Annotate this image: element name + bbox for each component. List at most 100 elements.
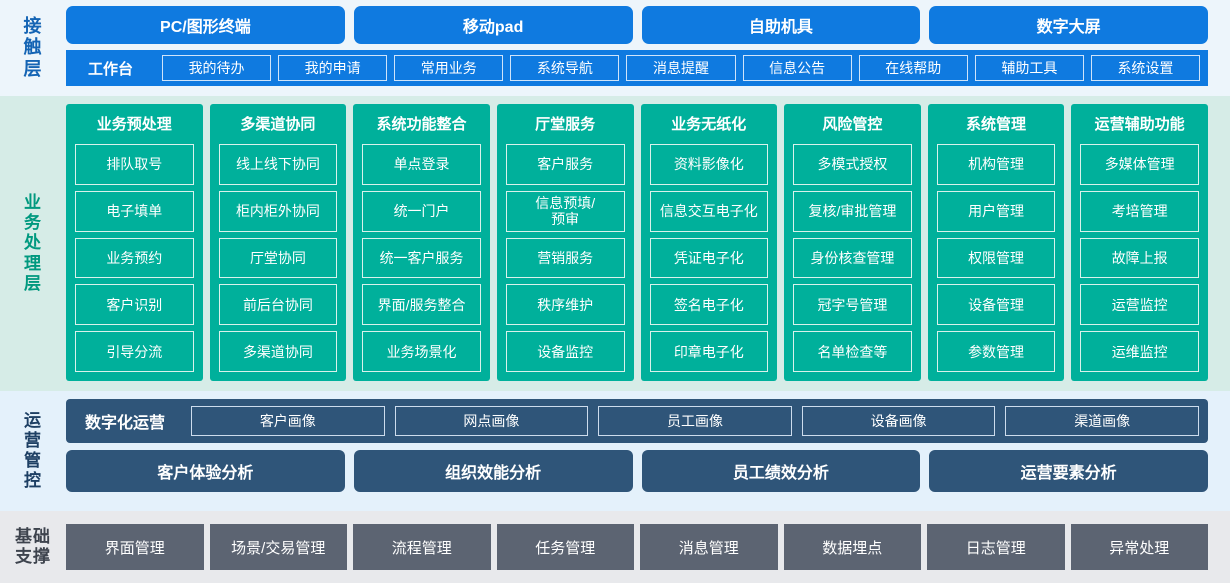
biz-item-signature-electronic[interactable]: 签名电子化 [649,284,769,326]
biz-item-ui-service-integration[interactable]: 界面/服务整合 [362,284,481,326]
biz-item-marketing-service[interactable]: 营销服务 [505,237,625,279]
business-layer-label: 业 务 处 理 层 [24,193,42,293]
biz-item-single-sign-on[interactable]: 单点登录 [362,144,481,185]
analysis-employee-performance[interactable]: 员工绩效分析 [641,450,921,492]
biz-item-info-exchange-electronic[interactable]: 信息交互电子化 [649,190,769,232]
contact-layer-body: PC/图形终端 移动pad 自助机具 数字大屏 工作台 我的待办 我的申请 常用… [66,0,1230,96]
biz-item-identity-verification-mgmt[interactable]: 身份核查管理 [793,237,912,279]
base-support-row: 界面管理 场景/交易管理 流程管理 任务管理 消息管理 数据埋点 日志管理 异常… [66,524,1208,570]
business-column-preprocessing: 业务预处理 排队取号 电子填单 业务预约 客户识别 引导分流 [66,104,203,381]
biz-item-customer-identification[interactable]: 客户识别 [75,284,194,326]
biz-item-business-appointment[interactable]: 业务预约 [75,237,194,279]
biz-item-seal-electronic[interactable]: 印章电子化 [649,331,769,372]
biz-item-guidance-diversion[interactable]: 引导分流 [75,331,194,372]
digital-operations-row: 数字化运营 客户画像 网点画像 员工画像 设备画像 渠道画像 [66,399,1208,443]
biz-item-multimode-authorization[interactable]: 多模式授权 [793,144,912,185]
nav-item-my-todo[interactable]: 我的待办 [162,55,272,81]
nav-item-information-bulletin[interactable]: 信息公告 [742,55,852,81]
biz-item-operation-monitoring[interactable]: 运营监控 [1080,284,1199,326]
biz-item-electronic-form[interactable]: 电子填单 [75,190,194,232]
nav-item-system-navigation[interactable]: 系统导航 [510,55,620,81]
biz-item-parameter-mgmt[interactable]: 参数管理 [936,331,1056,372]
portrait-device[interactable]: 设备画像 [801,406,996,436]
analysis-organizational-efficiency[interactable]: 组织效能分析 [353,450,633,492]
biz-item-fault-reporting[interactable]: 故障上报 [1080,237,1199,279]
column-title: 系统管理 [966,116,1027,133]
channel-mobile-pad[interactable]: 移动pad [353,6,633,44]
biz-item-voucher-electronic[interactable]: 凭证电子化 [649,237,769,279]
base-support-layer-body: 界面管理 场景/交易管理 流程管理 任务管理 消息管理 数据埋点 日志管理 异常… [66,511,1230,583]
base-support-layer: 基础 支撑 界面管理 场景/交易管理 流程管理 任务管理 消息管理 数据埋点 日… [0,511,1230,583]
column-title: 多渠道协同 [240,116,316,133]
biz-item-training-assessment-mgmt[interactable]: 考培管理 [1080,190,1199,232]
biz-item-multimedia-mgmt[interactable]: 多媒体管理 [1080,144,1199,185]
column-title: 运营辅助功能 [1094,116,1185,133]
business-column-system-management: 系统管理 机构管理 用户管理 权限管理 设备管理 参数管理 [927,104,1065,381]
base-item-ui-mgmt[interactable]: 界面管理 [66,524,204,570]
business-column-system-integration: 系统功能整合 单点登录 统一门户 统一客户服务 界面/服务整合 业务场景化 [353,104,490,381]
base-item-message-mgmt[interactable]: 消息管理 [640,524,778,570]
base-support-layer-label: 基础 支撑 [15,527,51,566]
base-item-exception-handling[interactable]: 异常处理 [1070,524,1208,570]
biz-item-pre-fill-pre-review[interactable]: 信息预填/ 预审 [505,190,625,232]
analysis-customer-experience[interactable]: 客户体验分析 [66,450,345,492]
portrait-customer[interactable]: 客户画像 [191,406,385,436]
biz-item-maintenance-monitoring[interactable]: 运维监控 [1080,331,1199,372]
nav-item-message-reminder[interactable]: 消息提醒 [626,55,736,81]
operations-layer: 运 营 管 控 数字化运营 客户画像 网点画像 员工画像 设备画像 渠道画像 客… [0,391,1230,511]
biz-item-document-imaging[interactable]: 资料影像化 [649,144,769,185]
biz-item-watchlist-check[interactable]: 名单检查等 [793,331,912,372]
biz-item-customer-service[interactable]: 客户服务 [505,144,625,185]
biz-item-device-monitoring[interactable]: 设备监控 [505,331,625,372]
biz-item-review-approval-mgmt[interactable]: 复核/审批管理 [793,190,912,232]
channel-self-service[interactable]: 自助机具 [641,6,921,44]
base-item-task-mgmt[interactable]: 任务管理 [496,524,634,570]
portrait-employee[interactable]: 员工画像 [598,406,792,436]
nav-item-common-business[interactable]: 常用业务 [394,55,504,81]
operations-layer-body: 数字化运营 客户画像 网点画像 员工画像 设备画像 渠道画像 客户体验分析 组织… [66,391,1230,511]
channel-pc[interactable]: PC/图形终端 [66,6,345,44]
biz-item-device-mgmt[interactable]: 设备管理 [936,284,1056,326]
channel-digital-screen[interactable]: 数字大屏 [929,6,1208,44]
business-column-multichannel: 多渠道协同 线上线下协同 柜内柜外协同 厅堂协同 前后台协同 多渠道协同 [209,104,347,381]
base-item-scenario-transaction-mgmt[interactable]: 场景/交易管理 [209,524,347,570]
nav-item-online-help[interactable]: 在线帮助 [858,55,968,81]
workbench-nav-bar: 工作台 我的待办 我的申请 常用业务 系统导航 消息提醒 信息公告 在线帮助 辅… [66,50,1208,86]
nav-item-auxiliary-tools[interactable]: 辅助工具 [974,55,1084,81]
nav-item-my-application[interactable]: 我的申请 [278,55,388,81]
channel-row: PC/图形终端 移动pad 自助机具 数字大屏 [66,6,1208,44]
nav-item-system-settings[interactable]: 系统设置 [1090,55,1200,81]
biz-item-business-scenarios[interactable]: 业务场景化 [362,331,481,372]
biz-item-multichannel-collab[interactable]: 多渠道协同 [218,331,338,372]
biz-item-unified-customer-service[interactable]: 统一客户服务 [362,237,481,279]
analysis-row: 客户体验分析 组织效能分析 员工绩效分析 运营要素分析 [66,450,1208,492]
biz-item-lobby-collab[interactable]: 厅堂协同 [218,237,338,279]
business-column-paperless: 业务无纸化 资料影像化 信息交互电子化 凭证电子化 签名电子化 印章电子化 [640,104,778,381]
portrait-branch[interactable]: 网点画像 [394,406,589,436]
column-title: 厅堂服务 [535,116,596,133]
contact-layer-label: 接 触 层 [23,16,43,79]
base-item-data-tracking[interactable]: 数据埋点 [783,524,921,570]
column-title: 系统功能整合 [376,116,467,133]
column-title: 业务预处理 [96,116,172,133]
base-item-log-mgmt[interactable]: 日志管理 [927,524,1065,570]
biz-item-permission-mgmt[interactable]: 权限管理 [936,237,1056,279]
portrait-channel[interactable]: 渠道画像 [1005,406,1199,436]
biz-item-incounter-outcounter-collab[interactable]: 柜内柜外协同 [218,190,338,232]
analysis-operation-elements[interactable]: 运营要素分析 [929,450,1208,492]
biz-item-online-offline-collab[interactable]: 线上线下协同 [218,144,338,185]
biz-item-serial-number-mgmt[interactable]: 冠字号管理 [793,284,912,326]
biz-item-frontend-backend-collab[interactable]: 前后台协同 [218,284,338,326]
base-item-process-mgmt[interactable]: 流程管理 [353,524,491,570]
business-column-operation-auxiliary: 运营辅助功能 多媒体管理 考培管理 故障上报 运营监控 运维监控 [1071,104,1208,381]
biz-item-user-mgmt[interactable]: 用户管理 [936,190,1056,232]
business-layer: 业 务 处 理 层 业务预处理 排队取号 电子填单 业务预约 客户识别 引导分流… [0,96,1230,391]
workbench-title: 工作台 [88,60,134,78]
biz-item-queue-number[interactable]: 排队取号 [75,144,194,185]
biz-item-organization-mgmt[interactable]: 机构管理 [936,144,1056,185]
biz-item-order-maintenance[interactable]: 秩序维护 [505,284,625,326]
biz-item-unified-portal[interactable]: 统一门户 [362,190,481,232]
business-column-risk-control: 风险管控 多模式授权 复核/审批管理 身份核查管理 冠字号管理 名单检查等 [784,104,921,381]
digital-operations-title: 数字化运营 [85,415,166,432]
